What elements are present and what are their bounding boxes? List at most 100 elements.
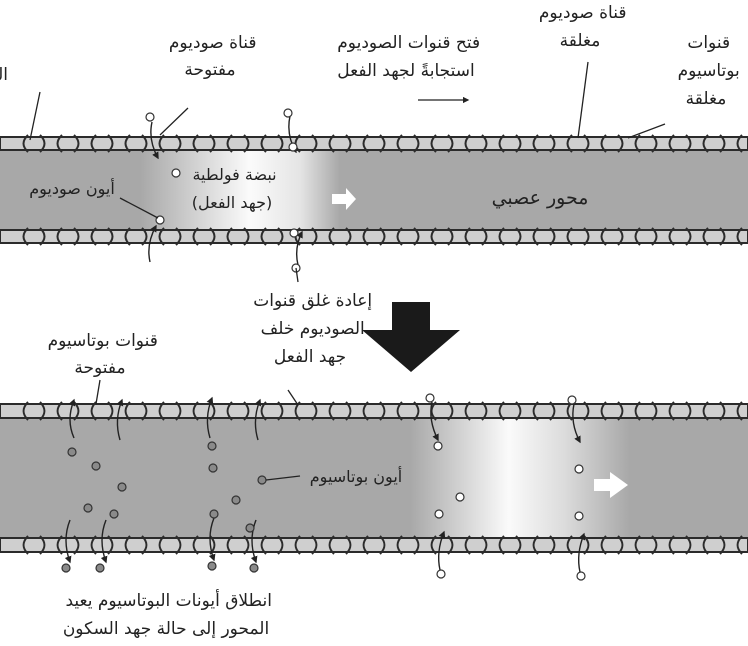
membrane-channel-icon [668,227,692,246]
membrane-channel-icon [634,134,658,153]
membrane-channel-icon [362,134,386,153]
membrane-channel-icon [226,401,250,421]
membrane-channel-icon [430,535,454,555]
sodium-ions [145,108,586,581]
membrane-label: الغشاء [0,65,8,85]
potassium-ion [208,463,218,473]
k-outflow-arrow-icon [208,517,216,562]
membrane-channel-icon [396,401,420,421]
membrane-channel-icon [498,227,522,246]
sodium-ion [433,441,443,451]
open-k-channels-label: قنوات بوتاسيوم مفتوحة [42,331,158,378]
potassium-ion [109,509,119,519]
bottom-direction-arrow-icon [594,472,628,498]
membrane-channel-icon [498,535,522,555]
k-release-label: انطلاق أيونات البوتاسيوم يعيد المحور إلى… [60,589,272,639]
membrane-channel-icon [294,401,318,421]
membrane-channel-icon [90,535,114,555]
sodium-ion [455,492,465,502]
membrane-channel-icon [464,227,488,246]
membrane-channel-icon [702,401,726,421]
potassium-ion [207,441,217,451]
na-inflow-arrow-icon [148,224,157,263]
membrane-channel-icon [90,401,114,421]
potassium-ion [83,503,93,513]
potassium-ion-label: أيون بوتاسيوم [310,466,402,487]
membrane-channel-icon [566,134,590,153]
membrane-channel-icon [668,535,692,555]
membrane-channel-icon [464,535,488,555]
membrane-channel-icon [396,535,420,555]
potassium-ion [91,461,101,471]
na-inflow-arrow-icon [430,401,439,442]
na-reclosing-leader [295,267,299,283]
membrane-channel-icon [22,227,46,246]
open-na-channel-leader [159,107,189,136]
membrane-channel-icon [294,535,318,555]
membrane-channel-icon [90,227,114,246]
open-na-channel-label: قناة صوديوم مفتوحة [164,33,257,80]
sodium-ion-label: أيون صوديوم [29,178,115,199]
top-axon-channels [22,134,743,246]
membrane-channel-icon [736,401,743,421]
membrane-channel-icon [430,134,454,153]
membrane-channel-icon [532,134,556,153]
membrane-channel-icon [56,535,80,555]
k-outflow-arrow-icon [116,398,124,441]
membrane-channel-icon [498,401,522,421]
membrane-channel-icon [362,401,386,421]
membrane-channel-icon [328,134,352,153]
na-opening-label: فتح قنوات الصوديوم استجابةً لجهد الفعل [332,33,480,81]
potassium-ion [95,563,105,573]
sodium-ion [145,112,155,122]
membrane-channel-icon [702,134,726,153]
membrane-channel-icon [226,227,250,246]
membrane-channel-icon [634,401,658,421]
potassium-ions [61,441,267,573]
membrane-channel-icon [430,227,454,246]
membrane-channel-icon [600,227,624,246]
membrane-channel-icon [328,401,352,421]
na-inflow-arrow-icon [150,121,159,160]
membrane-channel-icon [566,535,590,555]
potassium-ion [67,447,77,457]
membrane-channel-icon [600,134,624,153]
closed-na-channel-label: قناة صوديوم مغلقة [534,3,627,51]
potassium-ion [257,475,267,485]
membrane-channel-icon [634,227,658,246]
membrane-channel-icon [56,227,80,246]
membrane-channel-icon [464,134,488,153]
k-outflow-arrow-icon [68,398,76,439]
closed-k-channels-leader [627,123,666,139]
voltage-pulse-label: نبضة فولطية (جهد الفعل) [187,165,276,213]
ion-flow-arrows [64,115,586,573]
sodium-ion [574,464,584,474]
sodium-ion [425,393,435,403]
membrane-channel-icon [396,134,420,153]
bottom-axon [0,401,748,555]
sodium-ion [289,228,299,238]
k-outflow-arrow-icon [100,519,108,564]
top-pulse-glow [140,150,340,230]
membrane-channel-icon [260,227,284,246]
membrane-channel-icon [124,227,148,246]
membrane-channel-icon [56,134,80,153]
membrane-channel-icon [192,134,216,153]
potassium-ion [117,482,127,492]
potassium-ion [61,563,71,573]
labels: الغشاء قناة صوديوم مفتوحة فتح قنوات الصو… [0,3,740,639]
potassium-ion [207,561,217,571]
membrane-channel-icon [600,535,624,555]
top-axon-body [0,150,748,230]
membrane-channel-icon [464,401,488,421]
membrane-channel-icon [702,227,726,246]
membrane-channel-icon [396,227,420,246]
sodium-ion [283,108,293,118]
membrane-channel-icon [192,227,216,246]
potassium-ion [245,523,255,533]
membrane-channel-icon [668,401,692,421]
na-reclosing-label: إعادة غلق قنوات الصوديوم خلف جهد الفعل [248,291,372,367]
k-outflow-arrow-icon [250,519,258,564]
membrane-channel-icon [736,134,743,153]
